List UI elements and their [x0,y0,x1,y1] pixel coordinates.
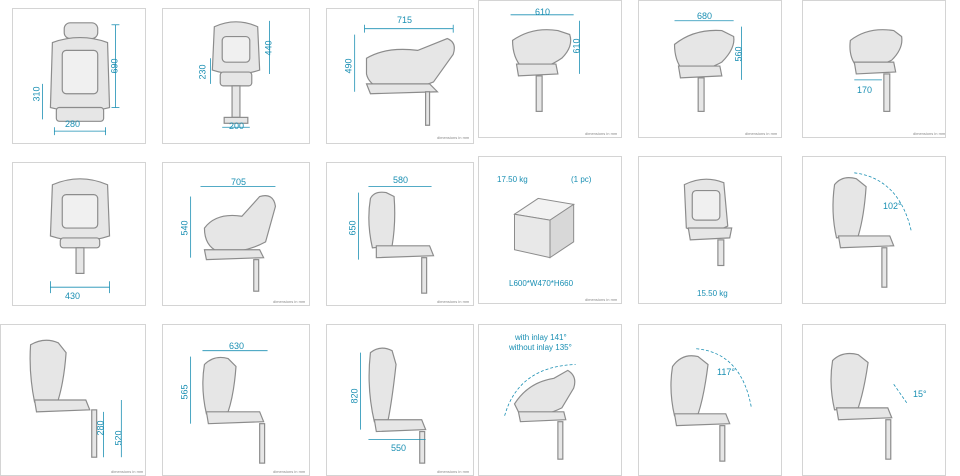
recline-side-tile: 715 490 dimensions in mm [326,8,474,144]
reclined-forward-tile: 630 565 dimensions in mm [162,324,310,476]
side-height-label: 230 [197,64,208,80]
dimensions-note: dimensions in mm [437,135,470,140]
upright-rotated-tile: 680 560 dimensions in mm [638,0,782,138]
recline-angle-drawing [832,172,912,288]
inlay-angle-drawing [504,364,576,460]
upright-side-width-label: 580 [393,175,409,185]
recline-117-tile: 117° [638,324,782,476]
dimensions-note: dimensions in mm [273,469,306,474]
front-base-width-drawing [49,178,111,294]
product-weight-label: 15.50 kg [697,289,728,298]
forward-width-label: 705 [231,177,247,187]
booster-height-drawing [360,347,427,464]
front-base-seat-drawing [209,20,270,128]
package-size-label: L600*W470*H660 [509,279,574,288]
base-width-label: 200 [229,121,245,131]
package-box-drawing [513,197,575,259]
upright-rotated-drawing [673,20,742,112]
front-base-width-tile: 430 [12,162,146,306]
recline-angle-label: 102° [883,201,902,211]
upright-side-drawing [358,186,435,294]
recline-height-label: 490 [343,58,354,74]
inlay-angle-tile: with inlay 141° without inlay 135° [478,324,622,476]
product-weight-tile: 15.50 kg [638,156,782,304]
dimensions-note: dimensions in mm [585,297,618,302]
leg-height-tile: 280 520 dimensions in mm [0,324,146,476]
product-weight-drawing [683,178,733,267]
rotated-side-tile: 610 610 dimensions in mm [478,0,622,138]
front-width-label: 280 [65,119,81,129]
recline-117-drawing [670,348,752,462]
leg-outer-height-label: 520 [113,430,124,446]
upright-side-height-label: 650 [347,220,358,236]
forward-height-label: 540 [179,220,190,236]
upright-width-label: 680 [697,11,713,21]
reclined-forward-height-label: 565 [179,384,190,400]
recline-width-label: 715 [397,15,413,25]
tilt-15-drawing [830,352,908,460]
front-base-width-label: 430 [65,291,81,301]
recline-angle-tile: 102° [802,156,946,304]
tilt-15-tile: 15° [802,324,946,476]
tilt-15-angle-label: 15° [913,389,927,399]
rotated-height-label: 610 [571,38,582,54]
forward-side-tile: 705 540 dimensions in mm [162,162,310,306]
dimensions-note: dimensions in mm [437,299,470,304]
front-view-seat-drawing [42,22,120,136]
top-height-label: 440 [263,40,274,56]
reclined-forward-drawing [190,350,268,464]
forward-side-drawing [190,186,277,292]
upright-side-tile: 580 650 dimensions in mm [326,162,474,306]
leg-inner-height-label: 280 [95,420,106,436]
with-inlay-angle-label: with inlay 141° [515,333,567,342]
dimensions-note: dimensions in mm [585,131,618,136]
recline-117-angle-label: 117° [717,367,735,377]
base-depth-tile: 170 dimensions in mm [802,0,946,138]
dimensions-note: dimensions in mm [437,469,470,474]
package-tile: 17.50 kg (1 pc) L600*W470*H660 dimension… [478,156,622,304]
package-weight-label: 17.50 kg [497,175,528,184]
dimensions-note: dimensions in mm [111,469,144,474]
dimensions-note: dimensions in mm [745,131,778,136]
dimensions-note: dimensions in mm [913,131,946,136]
base-depth-label: 170 [857,85,873,95]
recline-side-drawing [354,24,455,126]
booster-height-label: 820 [349,388,360,404]
booster-height-tile: 820 550 dimensions in mm [326,324,474,476]
package-count-label: (1 pc) [571,175,592,184]
booster-width-label: 550 [391,443,407,453]
front-base-height-label: 310 [31,86,42,102]
leg-height-drawing [29,339,122,458]
upright-height-label: 560 [733,46,744,62]
front-height-label: 690 [109,58,120,74]
rotated-side-drawing [510,14,580,112]
rotated-width-label: 610 [535,7,551,17]
front-base-view-tile: 440 230 200 [162,8,310,144]
dimensions-note: dimensions in mm [273,299,306,304]
base-depth-drawing [849,29,903,112]
reclined-forward-width-label: 630 [229,341,245,351]
without-inlay-angle-label: without inlay 135° [509,343,572,352]
front-view-tile: 690 310 280 [12,8,146,144]
